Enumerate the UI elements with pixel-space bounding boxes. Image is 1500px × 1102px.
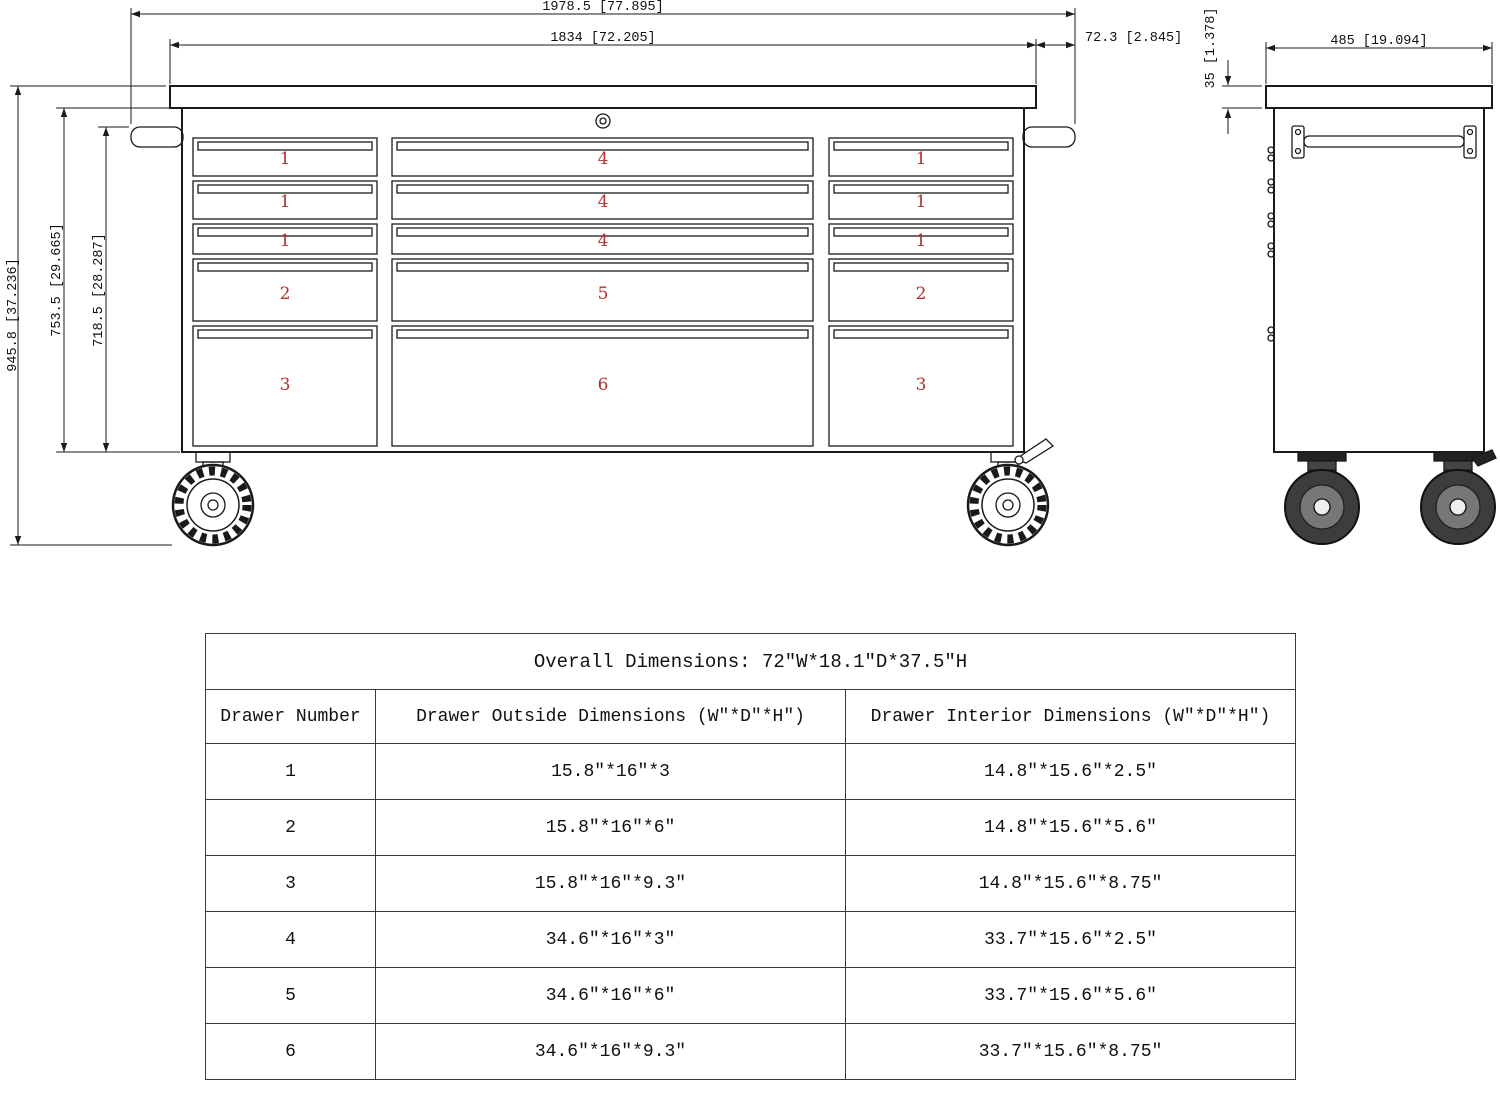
side-left-caster xyxy=(1284,451,1360,545)
label-drawer: 1 xyxy=(916,149,927,169)
side-edge-clips xyxy=(1267,146,1275,342)
dim-upper-height-label: 753.5 [29.665] xyxy=(50,223,65,336)
table-row: 4 34.6″*16″*3″ 33.7″*15.6″*2.5″ xyxy=(205,911,1297,968)
cell-interior-dim: 33.7″*15.6″*8.75″ xyxy=(844,1023,1297,1080)
label-drawer: 1 xyxy=(280,231,291,251)
table-row: 6 34.6″*16″*9.3″ 33.7″*15.6″*8.75″ xyxy=(205,1023,1297,1080)
cell-interior-dim: 14.8″*15.6″*2.5″ xyxy=(844,743,1297,800)
table-row: 1 15.8″*16″*3 14.8″*15.6″*2.5″ xyxy=(205,743,1297,800)
right-side-handle xyxy=(1022,126,1076,148)
cell-interior-dim: 14.8″*15.6″*5.6″ xyxy=(844,799,1297,856)
label-drawer: 1 xyxy=(280,192,291,212)
table-row: 5 34.6″*16″*6″ 33.7″*15.6″*5.6″ xyxy=(205,967,1297,1024)
front-left-caster xyxy=(171,451,255,547)
dimension-lines xyxy=(10,8,1493,546)
cell-outside-dim: 34.6″*16″*9.3″ xyxy=(375,1023,846,1080)
dim-top-width-label: 1834 [72.205] xyxy=(550,31,655,46)
cell-outside-dim: 34.6″*16″*6″ xyxy=(375,967,846,1024)
table-header-row: Drawer Number Drawer Outside Dimensions … xyxy=(205,689,1297,744)
technical-drawing: 1 1 1 2 3 4 4 4 5 6 1 1 1 2 3 xyxy=(6,0,1497,547)
drawer-number-labels: 1 1 1 2 3 4 4 4 5 6 1 1 1 2 3 xyxy=(280,149,927,395)
lock-keyhole xyxy=(599,117,607,125)
cell-outside-dim: 15.8″*16″*3 xyxy=(375,743,846,800)
drawer-middle-3 xyxy=(391,223,814,255)
drawer-right-3 xyxy=(828,223,1014,255)
drawer-right-1 xyxy=(828,137,1014,177)
lock-icon xyxy=(595,113,611,129)
cell-outside-dim: 15.8″*16″*9.3″ xyxy=(375,855,846,912)
drawer-middle-2 xyxy=(391,180,814,220)
dim-overall-height-label: 945.8 [37.236] xyxy=(6,258,21,371)
cell-outside-dim: 34.6″*16″*3″ xyxy=(375,911,846,968)
cell-drawer-number: 3 xyxy=(205,855,376,912)
drawer-right-5 xyxy=(828,325,1014,447)
drawer-right-2 xyxy=(828,180,1014,220)
label-drawer: 1 xyxy=(916,231,927,251)
drawer-left-2 xyxy=(192,180,378,220)
table-title-row: Overall Dimensions: 72″W*18.1″D*37.5″H xyxy=(204,633,1297,690)
drawer-left-4 xyxy=(192,258,378,322)
cell-outside-dim: 15.8″*16″*6″ xyxy=(375,799,846,856)
label-drawer: 6 xyxy=(598,375,609,395)
label-drawer: 2 xyxy=(280,284,291,304)
label-drawer: 1 xyxy=(280,149,291,169)
table-title: Overall Dimensions: 72″W*18.1″D*37.5″H xyxy=(204,633,1297,690)
cell-interior-dim: 14.8″*15.6″*8.75″ xyxy=(844,855,1297,912)
table-row: 2 15.8″*16″*6″ 14.8″*15.6″*5.6″ xyxy=(205,799,1297,856)
dim-top-thickness-label: 35 [1.378] xyxy=(1204,7,1219,88)
dim-body-height-label: 718.5 [28.287] xyxy=(92,233,107,346)
cabinet-top xyxy=(169,85,1037,109)
side-body xyxy=(1273,107,1485,453)
drawer-middle-5 xyxy=(391,325,814,447)
col-header-interior-dimensions: Drawer Interior Dimensions (W″*D″*H″) xyxy=(844,689,1297,744)
drawer-right-4 xyxy=(828,258,1014,322)
drawer-dimensions-table: Overall Dimensions: 72″W*18.1″D*37.5″H D… xyxy=(204,633,1297,1080)
label-drawer: 3 xyxy=(916,375,927,395)
label-drawer: 1 xyxy=(916,192,927,212)
table-row: 3 15.8″*16″*9.3″ 14.8″*15.6″*8.75″ xyxy=(205,855,1297,912)
cell-interior-dim: 33.7″*15.6″*5.6″ xyxy=(844,967,1297,1024)
drawer-left-5 xyxy=(192,325,378,447)
label-drawer: 4 xyxy=(598,231,609,251)
side-right-caster xyxy=(1420,449,1497,545)
front-view xyxy=(130,85,1076,547)
dimension-labels: 1978.5 [77.895] 1834 [72.205] 72.3 [2.84… xyxy=(6,0,1428,372)
dim-overall-width-label: 1978.5 [77.895] xyxy=(542,0,664,15)
side-top xyxy=(1265,85,1493,109)
cell-drawer-number: 5 xyxy=(205,967,376,1024)
drawer-middle-4 xyxy=(391,258,814,322)
col-header-drawer-number: Drawer Number xyxy=(205,689,376,744)
side-handle xyxy=(1291,125,1477,159)
left-side-handle xyxy=(130,126,184,148)
drawer-middle-1 xyxy=(391,137,814,177)
cell-drawer-number: 6 xyxy=(205,1023,376,1080)
cabinet-body xyxy=(181,107,1025,453)
cell-drawer-number: 1 xyxy=(205,743,376,800)
side-brake-pedal xyxy=(1470,449,1497,467)
col-header-outside-dimensions: Drawer Outside Dimensions (W″*D″*H″) xyxy=(375,689,846,744)
label-drawer: 4 xyxy=(598,192,609,212)
cell-interior-dim: 33.7″*15.6″*2.5″ xyxy=(844,911,1297,968)
label-drawer: 3 xyxy=(280,375,291,395)
front-right-caster xyxy=(966,438,1055,547)
drawer-left-3 xyxy=(192,223,378,255)
dim-handle-offset-label: 72.3 [2.845] xyxy=(1085,31,1182,46)
dim-depth-label: 485 [19.094] xyxy=(1330,34,1427,49)
drawer-left-1 xyxy=(192,137,378,177)
label-drawer: 2 xyxy=(916,284,927,304)
label-drawer: 4 xyxy=(598,149,609,169)
label-drawer: 5 xyxy=(598,284,609,304)
cell-drawer-number: 2 xyxy=(205,799,376,856)
cell-drawer-number: 4 xyxy=(205,911,376,968)
side-view xyxy=(1265,85,1497,545)
